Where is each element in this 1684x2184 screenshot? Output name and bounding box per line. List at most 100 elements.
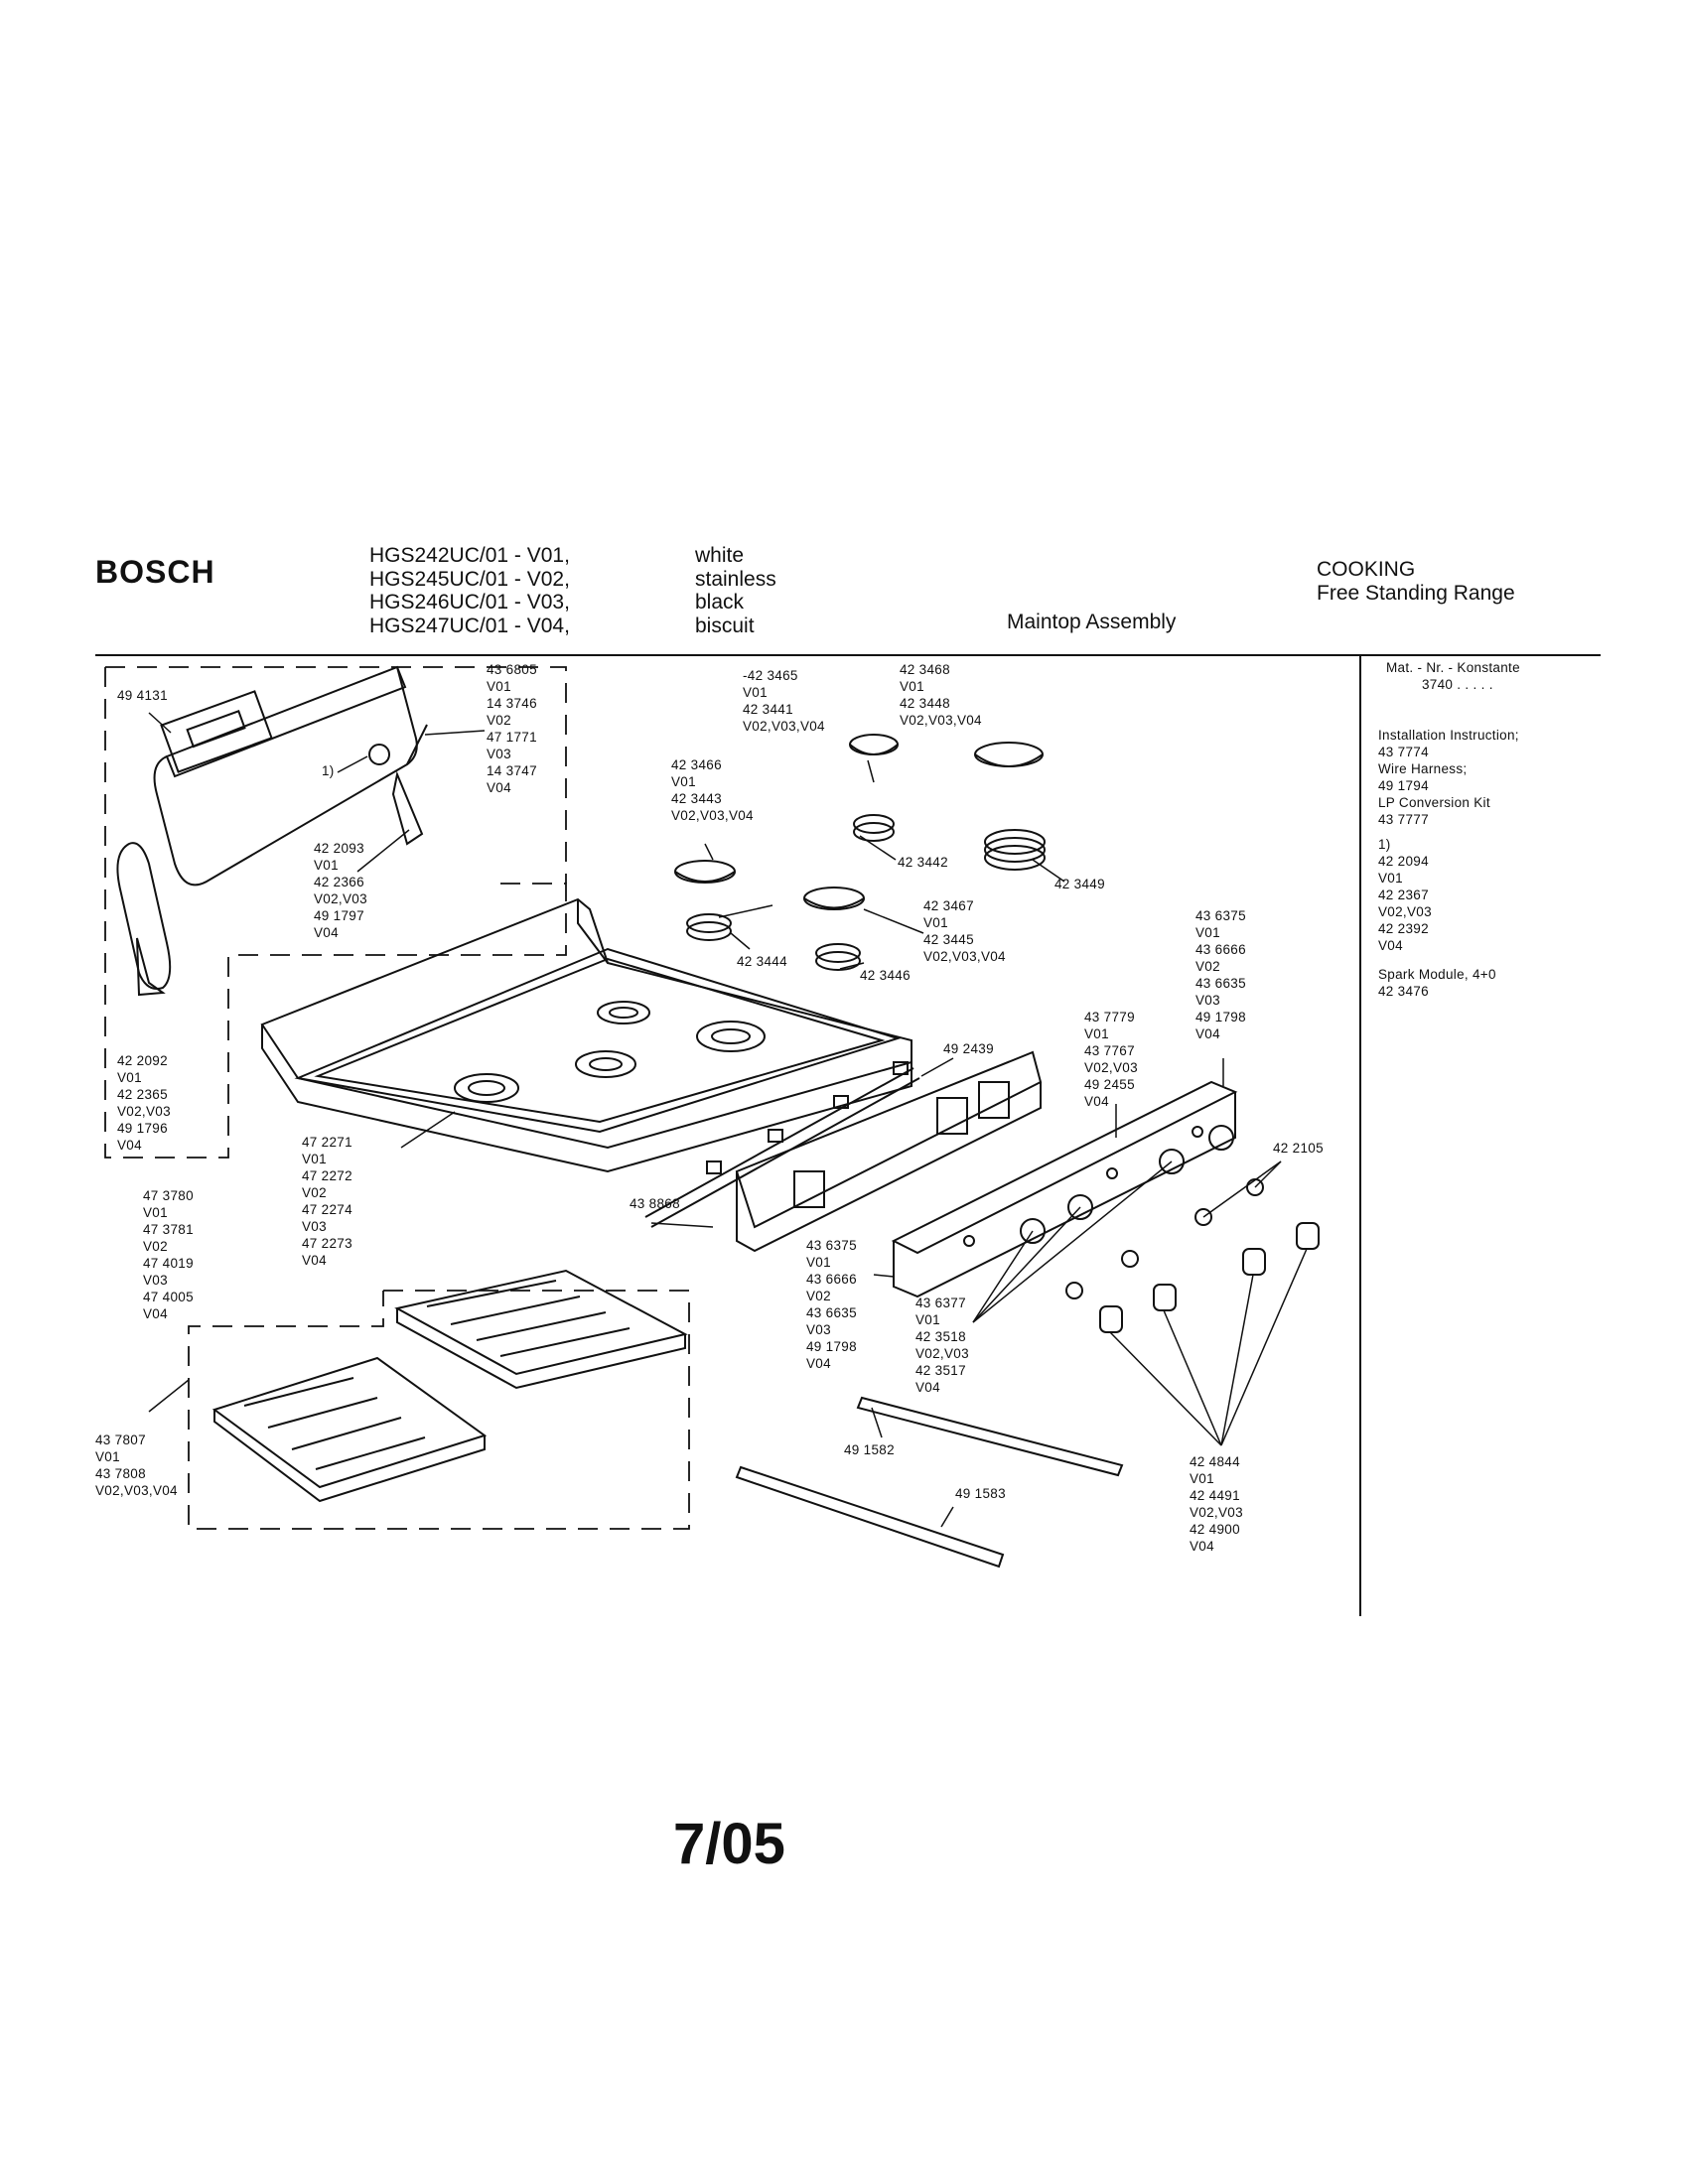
part-number: 43 7767 (1084, 1043, 1135, 1058)
variant: V01 (1195, 925, 1220, 940)
part-number: 43 6377 (915, 1296, 966, 1310)
variant: V04 (143, 1306, 168, 1321)
part-label: 42 3468 V01 42 3448 V02,V03,V04 (900, 661, 982, 729)
variant: V03 (487, 747, 511, 761)
note-line: 49 1794 (1378, 778, 1429, 793)
part-number: 49 2455 (1084, 1077, 1135, 1092)
color-line: biscuit (695, 614, 755, 637)
konstante-value: 3740 . . . . . (1422, 677, 1493, 692)
part-number: 47 3780 (143, 1188, 194, 1203)
note-line: V04 (1378, 938, 1403, 953)
variant: V04 (487, 780, 511, 795)
model-line: HGS245UC/01 - V02, (369, 567, 570, 591)
note-line (1378, 954, 1520, 966)
part-number: 42 3445 (923, 932, 974, 947)
part-number: 42 3466 (671, 757, 722, 772)
note-line: 43 7777 (1378, 812, 1429, 827)
part-label: 49 1582 (844, 1441, 895, 1458)
part-number: 43 6375 (1195, 908, 1246, 923)
note-line: 42 3476 (1378, 984, 1429, 999)
grate-group-outline (188, 1290, 690, 1530)
variant: V01 (923, 915, 948, 930)
part-number: 49 4131 (117, 688, 168, 703)
variant: V02,V03,V04 (671, 808, 754, 823)
note-line: Spark Module, 4+0 (1378, 967, 1496, 982)
note-line: 42 2367 (1378, 887, 1429, 902)
part-number: 49 1798 (806, 1339, 857, 1354)
variant: V01 (915, 1312, 940, 1327)
variant: V02,V03 (117, 1104, 171, 1119)
category-block: COOKING Free Standing Range (1317, 558, 1515, 605)
variant: V02,V03 (314, 891, 367, 906)
variant: V02 (302, 1185, 327, 1200)
model-line: HGS246UC/01 - V03, (369, 591, 570, 614)
variant: V01 (900, 679, 924, 694)
part-number: 43 6666 (1195, 942, 1246, 957)
part-number: 49 2439 (943, 1041, 994, 1056)
variant: V04 (1190, 1539, 1214, 1554)
part-number: 42 3449 (1054, 877, 1105, 891)
grates (211, 1269, 688, 1503)
variant: V01 (1190, 1471, 1214, 1486)
valve-panel (891, 1080, 1238, 1298)
variant: V02,V03,V04 (900, 713, 982, 728)
part-number: 49 1797 (314, 908, 364, 923)
part-label: 42 3442 (898, 854, 948, 871)
mat-nr-label: Mat. - Nr. - Konstante (1386, 660, 1520, 675)
note-line: Wire Harness; (1378, 761, 1468, 776)
part-number: 47 4019 (143, 1256, 194, 1271)
burner-parts (674, 734, 1046, 971)
part-number: 42 2105 (1273, 1141, 1324, 1156)
part-label: 49 4131 (117, 687, 168, 704)
part-label: 43 6375 V01 43 6666 V02 43 6635 V03 49 1… (806, 1237, 857, 1372)
part-number: 49 1796 (117, 1121, 168, 1136)
note-line: LP Conversion Kit (1378, 795, 1490, 810)
variant: V01 (95, 1449, 120, 1464)
part-label: -42 3465 V01 42 3441 V02,V03,V04 (743, 667, 825, 735)
variant: V03 (1195, 993, 1220, 1008)
wire-harness (644, 1061, 920, 1228)
variant: V02,V03,V04 (923, 949, 1006, 964)
part-number: 42 2366 (314, 875, 364, 889)
note-line: 42 2094 (1378, 854, 1429, 869)
variant: V02 (1195, 959, 1220, 974)
variant: V03 (302, 1219, 327, 1234)
part-number: 42 3441 (743, 702, 793, 717)
variant: V03 (143, 1273, 168, 1288)
variant: V01 (117, 1070, 142, 1085)
variant: V04 (302, 1253, 327, 1268)
part-number: 43 7807 (95, 1433, 146, 1447)
part-number: 42 3517 (915, 1363, 966, 1378)
part-label: 49 1583 (955, 1485, 1006, 1502)
variant: V02,V03,V04 (743, 719, 825, 734)
part-number: 42 3443 (671, 791, 722, 806)
part-label: 1) (322, 762, 335, 779)
note-line: 1) (1378, 837, 1391, 852)
part-number: 49 1798 (1195, 1010, 1246, 1024)
color-line: stainless (695, 567, 776, 591)
model-line: HGS247UC/01 - V04, (369, 614, 570, 637)
part-label: 43 6805 V01 14 3746 V02 47 1771 V03 14 3… (487, 661, 537, 796)
note-line: V01 (1378, 871, 1403, 886)
part-number: 47 2272 (302, 1168, 352, 1183)
part-label: 43 7779 V01 43 7767 V02,V03 49 2455 V04 (1084, 1009, 1138, 1110)
part-label: 42 4844 V01 42 4491 V02,V03 42 4900 V04 (1190, 1453, 1243, 1555)
part-number: 42 3448 (900, 696, 950, 711)
part-label: 42 3449 (1054, 876, 1105, 892)
brand-logo: BOSCH (95, 554, 215, 590)
part-number: 47 4005 (143, 1290, 194, 1304)
part-label: 43 7807 V01 43 7808 V02,V03,V04 (95, 1432, 178, 1499)
variant: V02,V03,V04 (95, 1483, 178, 1498)
part-number: 42 3468 (900, 662, 950, 677)
variant: V01 (302, 1152, 327, 1166)
assembly-title: Maintop Assembly (1007, 611, 1177, 633)
variant: V02 (806, 1289, 831, 1303)
part-label: 42 2093 V01 42 2366 V02,V03 49 1797 V04 (314, 840, 367, 941)
rails (735, 1396, 1124, 1569)
note-line: V02,V03 (1378, 904, 1432, 919)
part-number: 43 8868 (630, 1196, 680, 1211)
part-number: 42 2092 (117, 1053, 168, 1068)
variant: V04 (806, 1356, 831, 1371)
part-number: 43 6635 (806, 1305, 857, 1320)
